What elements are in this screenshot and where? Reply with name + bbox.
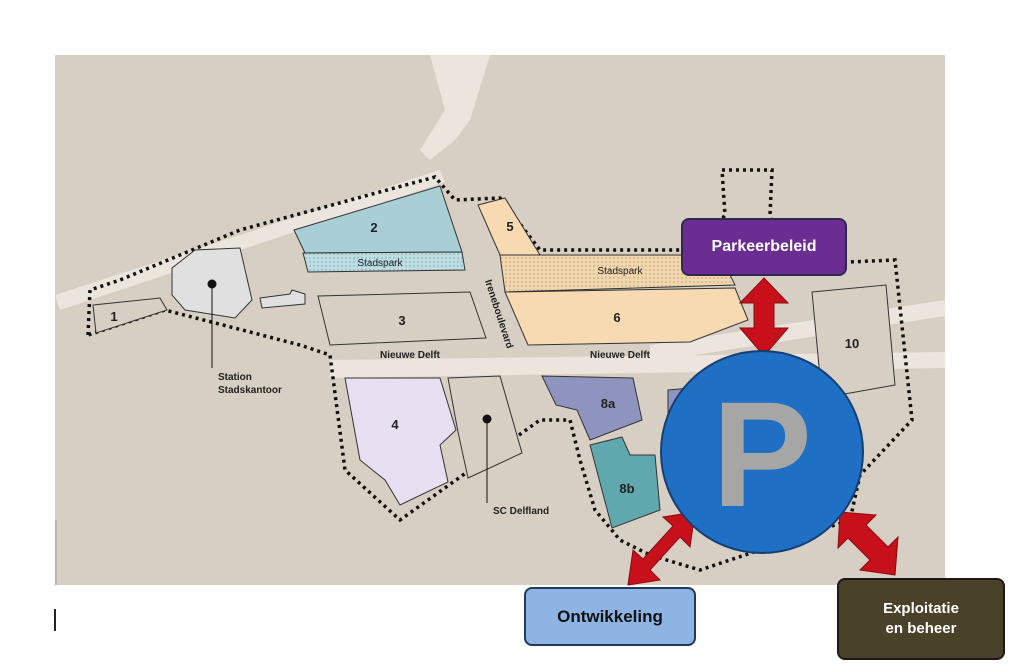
plan-area-boundary (86, 168, 914, 572)
zone-8b-shape (589, 436, 661, 529)
zone-1-label: 1 (110, 309, 117, 324)
sc-delfland-shape (447, 375, 523, 479)
landmark-station-line2: Stadskantoor (218, 385, 282, 396)
ontwikkeling-box: Ontwikkeling (524, 587, 696, 646)
zone-3-label: 3 (398, 313, 405, 328)
zone-4-shape (344, 377, 457, 506)
stadspark-right-strip (499, 254, 736, 293)
street-nieuwe-delft-left: Nieuwe Delft (380, 350, 441, 361)
zone-8a-label: 8a (601, 396, 616, 411)
parking-circle (660, 350, 864, 554)
street-stadspark-left: Stadspark (357, 258, 403, 269)
zone-10-label: 10 (845, 336, 859, 351)
exploitatie-box: Exploitatie en beheer (837, 578, 1005, 660)
street-stadspark-right: Stadspark (597, 266, 643, 277)
zone-6-label: 6 (613, 310, 620, 325)
zone-5-label: 5 (506, 219, 513, 234)
landmark-pins (207, 279, 492, 503)
zone-6-shape (504, 287, 749, 346)
zone-8a-shape (541, 375, 643, 441)
roads (55, 55, 945, 378)
parking-p-symbol: P (712, 370, 812, 538)
zone-8b-label: 8b (619, 481, 634, 496)
small-building (259, 289, 306, 309)
relation-arrows (627, 277, 899, 586)
text-cursor (54, 609, 56, 631)
stadspark-left-strip (302, 251, 466, 273)
map-blocks (92, 185, 896, 529)
landmark-station-line1: Station (218, 372, 252, 383)
parkeerbeleid-box: Parkeerbeleid (681, 218, 847, 276)
zone-4-label: 4 (391, 417, 399, 432)
zone-10-shape (811, 284, 896, 399)
landmark-sc-delfland: SC Delfland (493, 506, 549, 517)
street-nieuwe-delft-right: Nieuwe Delft (590, 350, 651, 361)
zone-1-shape (92, 297, 168, 334)
zone-3-shape (317, 291, 487, 346)
zone-2-label: 2 (370, 220, 377, 235)
